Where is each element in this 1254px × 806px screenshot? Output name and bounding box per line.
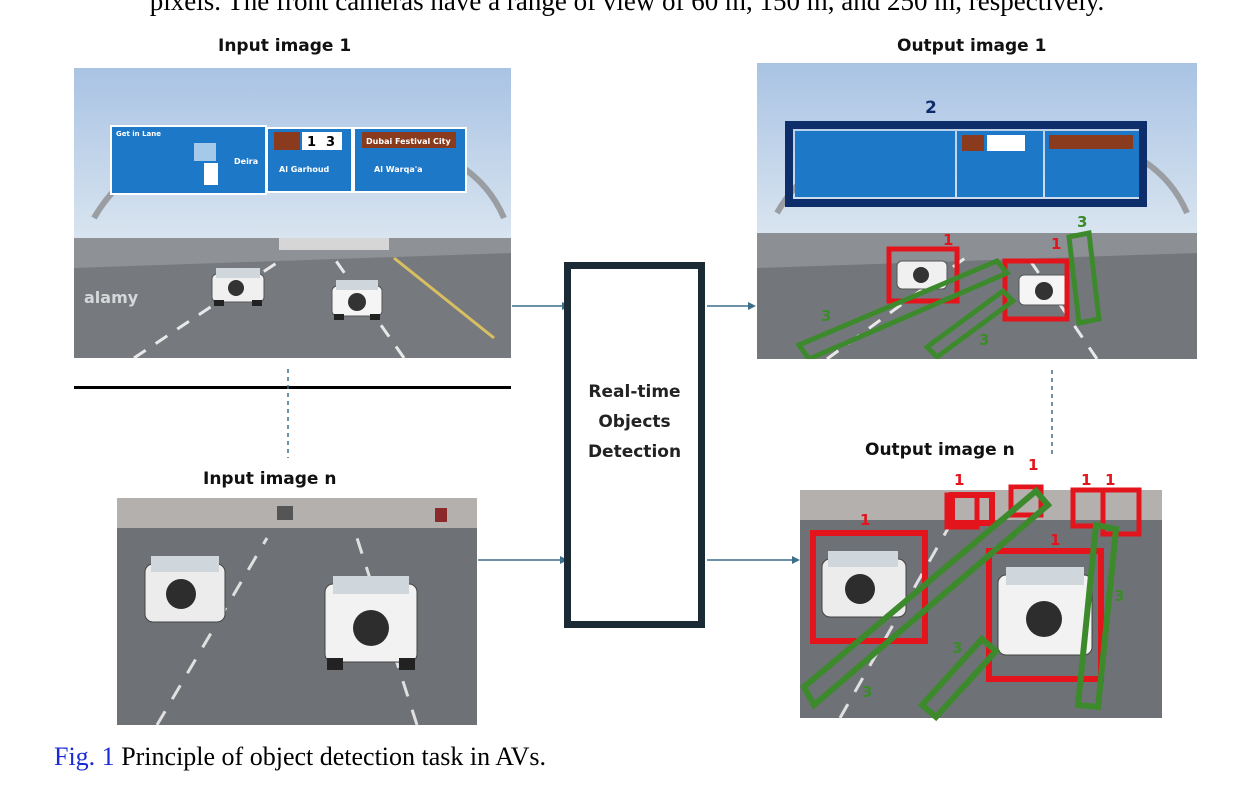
divider-line [74,386,511,389]
caption-text: Principle of object detection task in AV… [114,742,547,771]
sign-number-3: 3 [326,135,335,150]
detector-line-1: Real-time [588,382,681,402]
label-n-vehicle-d: 1 [1105,471,1115,489]
label-n-vehicle-f: 1 [1050,531,1060,549]
output-image-n-label: Output image n [865,440,1015,460]
watermark: alamy [84,288,139,307]
detector-line-2: Objects [598,412,671,432]
sign-lane: Get in Lane [116,130,161,138]
label-n-vehicle-c: 1 [1081,471,1091,489]
label-lane-b: 3 [979,331,989,349]
label-n-vehicle-e: 1 [860,511,870,529]
label-vehicle-b: 1 [1051,235,1061,253]
sign-garhoud: Al Garhoud [279,165,330,174]
label-lane-c: 3 [1077,213,1087,231]
output-image-1: 2 1 1 3 3 3 [757,63,1197,359]
label-sign-2: 2 [925,98,937,118]
label-lane-a: 3 [821,307,831,325]
input-image-1: 1 3 Dubai Festival City Al Garhoud Al Wa… [74,68,511,358]
figure-caption: Fig. 1 Principle of object detection tas… [54,742,546,772]
sign-city: Dubai Festival City [366,137,451,146]
sign-number-1: 1 [307,135,316,150]
label-n-lane-b: 3 [952,639,962,657]
label-n-lane-a: 3 [862,683,872,701]
sign-warqaa: Al Warqa'a [374,165,423,174]
label-vehicle-a: 1 [943,231,953,249]
detector-line-3: Detection [587,442,682,462]
input-image-1-label: Input image 1 [218,36,352,56]
figure-link[interactable]: Fig. 1 [54,742,115,771]
detector-box: Real-time Objects Detection [564,262,705,628]
label-n-vehicle-a: 1 [954,471,964,489]
input-image-n [117,498,477,725]
output-image-1-label: Output image 1 [897,36,1047,56]
output-n-annotations: 1 1 1 1 1 1 3 3 3 [800,456,1142,722]
sign-deira: Deira [234,157,258,166]
label-n-lane-c: 3 [1114,587,1124,605]
label-n-vehicle-b: 1 [1028,456,1038,474]
top-text-line: pixels. The front cameras have a range o… [149,0,1105,16]
input-image-n-label: Input image n [203,469,337,489]
